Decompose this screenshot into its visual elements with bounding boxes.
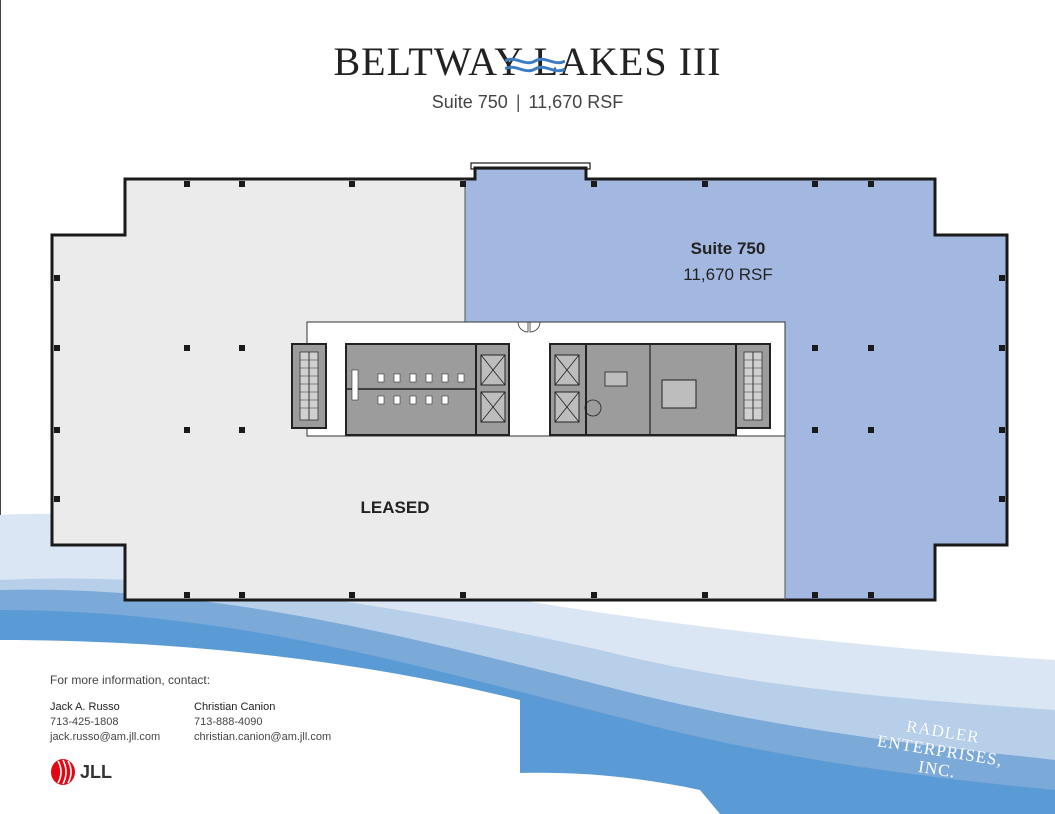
subtitle: Suite 750 | 11,670 RSF (0, 92, 1055, 113)
title-wave-icon (505, 57, 565, 73)
leased-label: LEASED (361, 498, 430, 517)
contact-email[interactable]: jack.russo@am.jll.com (50, 731, 161, 743)
mechanical-room (585, 343, 737, 436)
jll-logo: JLL (50, 758, 112, 786)
subtitle-separator: | (515, 92, 521, 112)
contact-card: Christian Canion 713-888-4090 christian.… (194, 700, 331, 745)
jll-mark-icon (51, 759, 75, 785)
suite-rsf-label: 11,670 RSF (683, 265, 772, 284)
suite-label: Suite 750 (691, 239, 766, 258)
suite-750-area (465, 168, 1007, 600)
contact-heading: For more information, contact: (50, 673, 211, 687)
jll-wordmark: JLL (80, 761, 113, 782)
contact-name: Jack A. Russo (50, 701, 120, 713)
exterior-walls (50, 166, 1009, 602)
leased-area (52, 179, 465, 600)
page-border (0, 0, 1, 814)
columns (54, 181, 1005, 598)
contact-name: Christian Canion (194, 701, 276, 713)
subtitle-rsf: 11,670 RSF (528, 92, 624, 112)
contact-card: Jack A. Russo 713-425-1808 jack.russo@am… (50, 700, 160, 745)
contact-phone[interactable]: 713-888-4090 (194, 716, 263, 728)
subtitle-suite: Suite 750 (431, 92, 508, 112)
contact-phone[interactable]: 713-425-1808 (50, 716, 119, 728)
contact-email[interactable]: christian.canion@am.jll.com (194, 731, 332, 743)
